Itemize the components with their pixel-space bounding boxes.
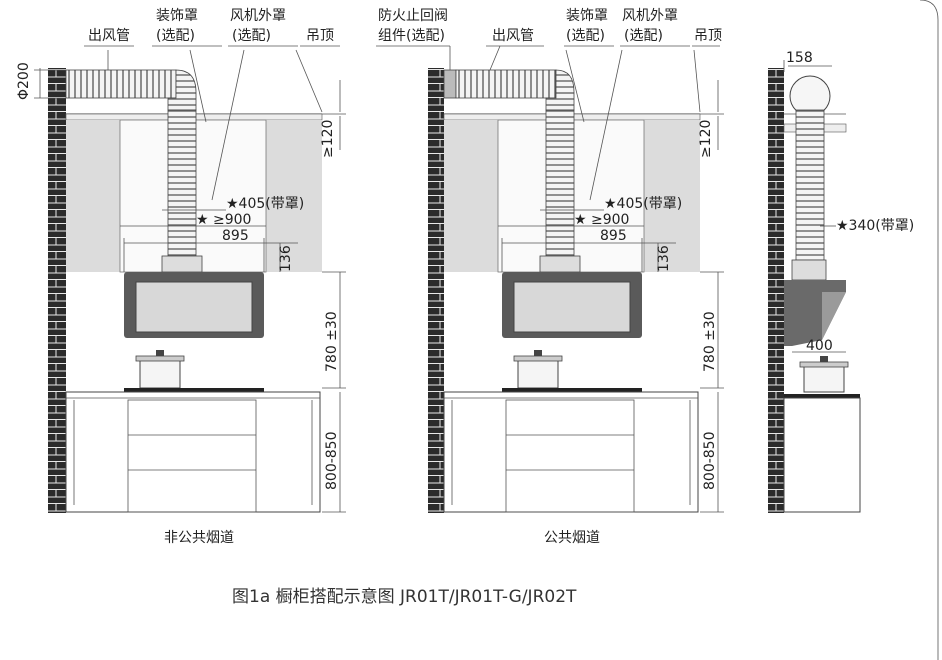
right-label-cover-2: (选配) bbox=[566, 28, 605, 44]
left-brick-wall bbox=[48, 68, 66, 513]
left-label-ceiling: 吊顶 bbox=[306, 28, 334, 44]
left-dim-800: 800-850 bbox=[324, 432, 340, 491]
right-dim-900: ★ ≥900 bbox=[574, 212, 629, 228]
side-pot bbox=[803, 365, 845, 393]
right-dim-405: ★405(带罩) bbox=[604, 196, 682, 212]
side-brick-wall bbox=[768, 68, 784, 513]
side-dim-158: 158 bbox=[786, 50, 813, 66]
left-label-cover-1: 装饰罩 bbox=[156, 8, 198, 24]
left-fan-motor bbox=[161, 255, 203, 273]
right-pot bbox=[517, 359, 559, 389]
right-dim-800: 800-850 bbox=[702, 432, 718, 491]
left-caption: 非公共烟道 bbox=[164, 530, 234, 546]
left-duct-elbow bbox=[167, 69, 197, 111]
left-label-cover-2: (选配) bbox=[156, 28, 195, 44]
left-base-cabinet bbox=[65, 391, 321, 513]
right-brick-wall bbox=[428, 68, 444, 513]
left-diagram: 出风管 装饰罩 (选配) 风机外罩 (选配) 吊顶 Φ200 ≥120 ★405… bbox=[16, 8, 346, 546]
right-wall-cabinet-right bbox=[644, 120, 700, 272]
left-label-fan-1: 风机外罩 bbox=[230, 8, 286, 24]
left-wall-cabinet-left bbox=[66, 120, 120, 272]
side-view-diagram: 158 ★340(带罩) 400 bbox=[768, 50, 914, 513]
side-dim-400: 400 bbox=[806, 338, 833, 354]
side-base-cabinet bbox=[783, 397, 861, 513]
right-caption: 公共烟道 bbox=[544, 530, 600, 546]
side-range-hood bbox=[784, 280, 846, 346]
right-label-valve-2: 组件(选配) bbox=[378, 28, 445, 44]
left-dim-780: 780 ±30 bbox=[324, 311, 340, 372]
side-duct-vertical bbox=[795, 109, 825, 261]
side-dim-340: ★340(带罩) bbox=[836, 218, 914, 234]
left-dim-405: ★405(带罩) bbox=[226, 196, 304, 212]
left-wall-cabinet-right bbox=[266, 120, 322, 272]
left-duct-vertical bbox=[167, 109, 197, 263]
right-base-cabinet bbox=[443, 391, 699, 513]
right-wall-cabinet-left bbox=[444, 120, 498, 272]
right-dim-780: 780 ±30 bbox=[702, 311, 718, 372]
right-duct-horizontal bbox=[455, 69, 557, 99]
right-label-fan-1: 风机外罩 bbox=[622, 8, 678, 24]
left-pot bbox=[139, 359, 181, 389]
left-duct-horizontal bbox=[65, 69, 177, 99]
right-dim-895: 895 bbox=[600, 228, 627, 244]
right-duct-vertical bbox=[545, 109, 575, 263]
right-dim-gap: ≥120 bbox=[698, 120, 714, 158]
left-cooktop bbox=[124, 388, 264, 392]
right-label-ceiling: 吊顶 bbox=[694, 28, 722, 44]
right-dim-136: 136 bbox=[656, 245, 672, 272]
right-label-fan-2: (选配) bbox=[624, 28, 663, 44]
left-label-fan-2: (选配) bbox=[232, 28, 271, 44]
left-label-outlet-duct: 出风管 bbox=[88, 28, 130, 44]
right-label-cover-1: 装饰罩 bbox=[566, 8, 608, 24]
right-diagram: 防火止回阀 组件(选配) 出风管 装饰罩 (选配) 风机外罩 (选配) 吊顶 ≥… bbox=[376, 8, 724, 546]
left-dim-900: ★ ≥900 bbox=[196, 212, 251, 228]
left-dim-gap: ≥120 bbox=[320, 120, 336, 158]
left-dim-diameter: Φ200 bbox=[16, 62, 32, 100]
right-fire-valve bbox=[443, 69, 457, 99]
left-dim-895: 895 bbox=[222, 228, 249, 244]
frame-border bbox=[919, 0, 939, 660]
figure-title: 图1a 橱柜搭配示意图 JR01T/JR01T-G/JR02T bbox=[232, 587, 577, 607]
right-label-valve-1: 防火止回阀 bbox=[378, 8, 448, 24]
right-label-outlet-duct: 出风管 bbox=[492, 28, 534, 44]
left-dim-136: 136 bbox=[278, 245, 294, 272]
